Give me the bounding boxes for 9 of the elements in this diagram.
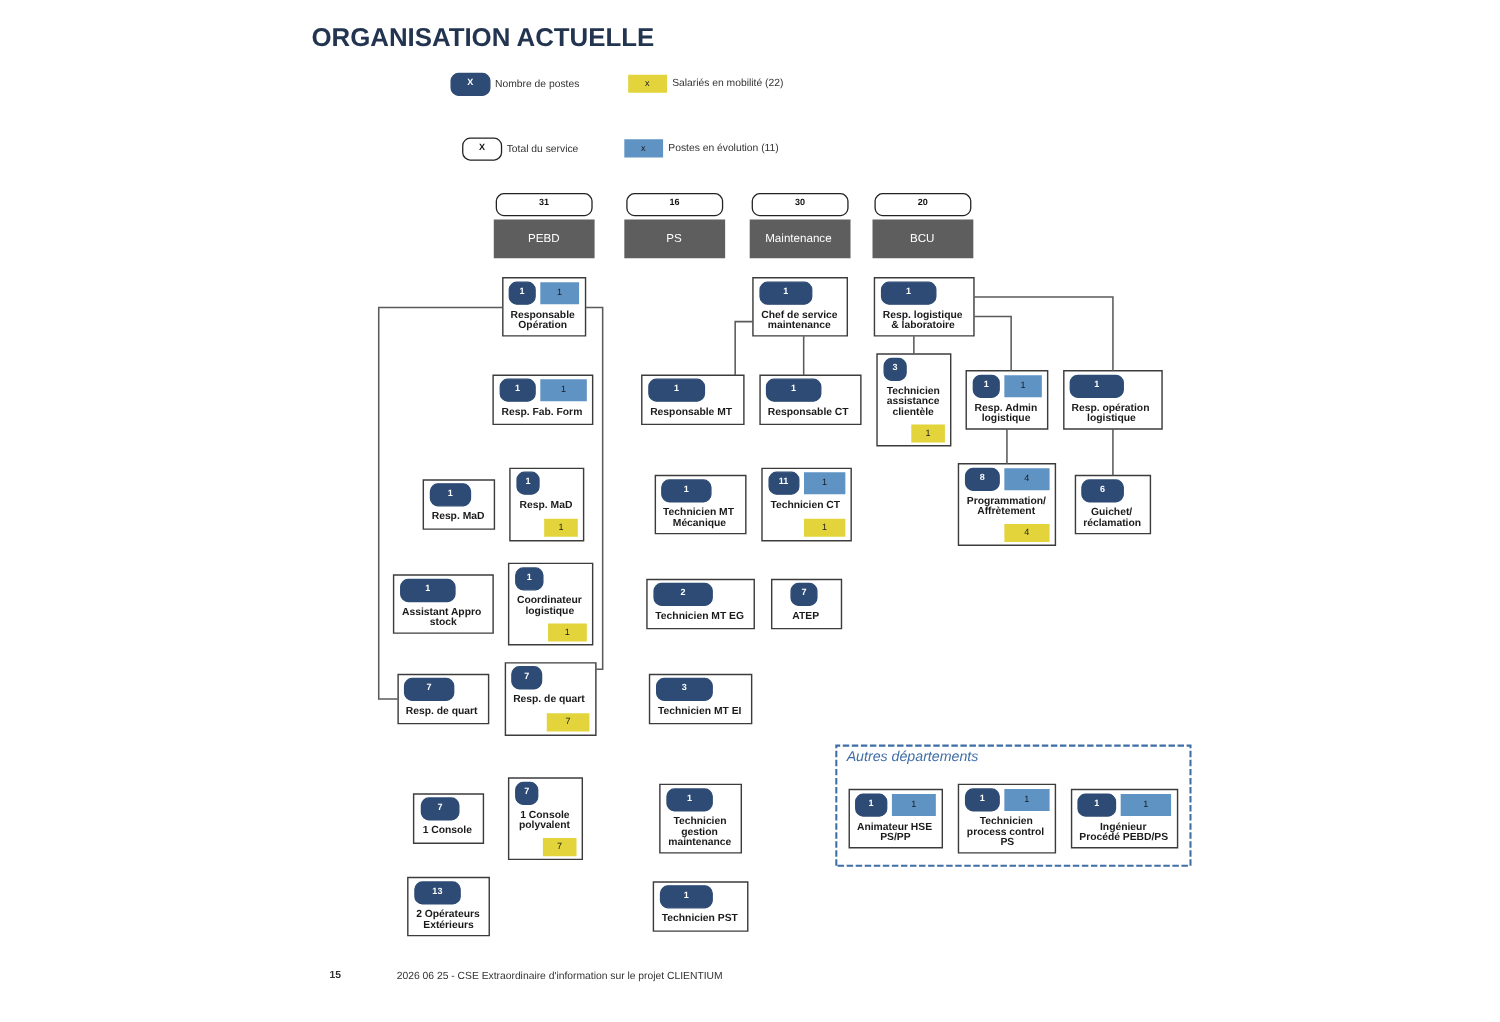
connector [1005, 428, 1007, 465]
connector [376, 306, 503, 700]
connector [733, 320, 753, 376]
diagram-title: ORGANISATION ACTUELLE [310, 22, 654, 53]
connector [972, 315, 1011, 372]
connector [972, 296, 1113, 372]
connector [912, 335, 914, 355]
connector [801, 335, 804, 377]
connector [1111, 428, 1113, 476]
